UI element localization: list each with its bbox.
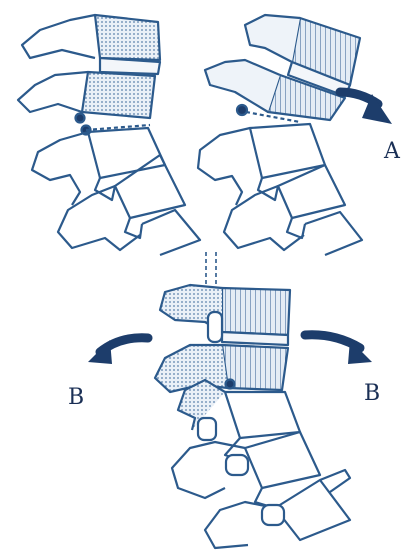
bottom-spine-segment bbox=[155, 285, 350, 548]
arrow-b-right bbox=[305, 335, 372, 364]
arrow-a bbox=[340, 92, 392, 124]
bottom-vertebra-3 bbox=[225, 392, 300, 438]
left-spine-segment bbox=[18, 15, 200, 255]
arrow-b-left bbox=[88, 338, 148, 364]
bottom-vertebra-4 bbox=[245, 432, 320, 488]
left-vertebra-2 bbox=[82, 72, 155, 118]
left-vertebra-3 bbox=[88, 128, 165, 178]
label-b-right: B bbox=[364, 381, 380, 406]
left-vertebra-4 bbox=[115, 155, 185, 218]
right-spine-segment bbox=[198, 15, 362, 255]
left-vertebra-1 bbox=[95, 15, 160, 60]
bottom-vertebra-5 bbox=[275, 480, 350, 540]
label-b-left: B bbox=[68, 385, 84, 410]
label-a: A bbox=[383, 139, 401, 164]
bottom-vertebra-1 bbox=[222, 288, 290, 335]
